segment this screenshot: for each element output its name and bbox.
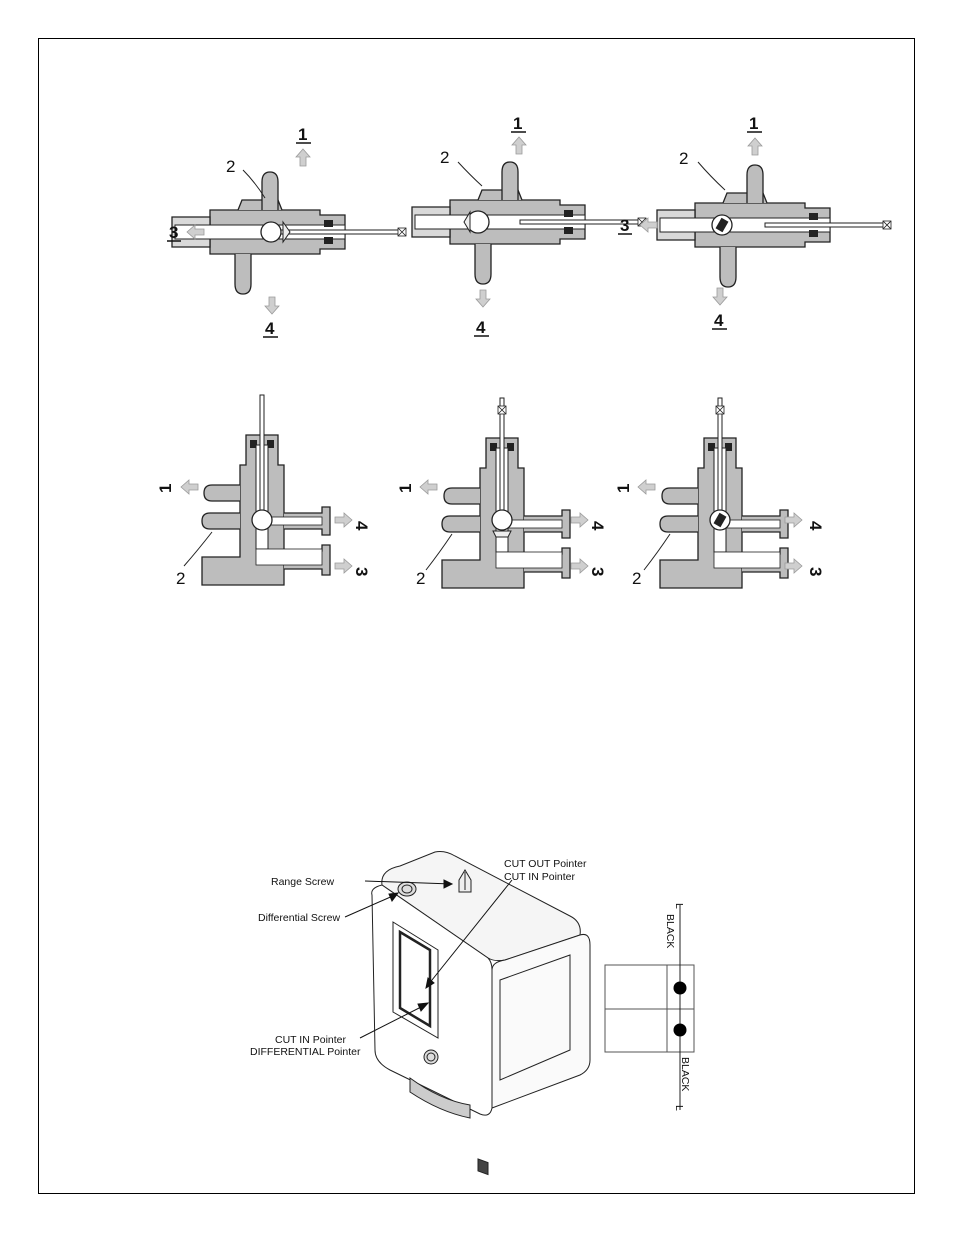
wire-bottom-letter: L: [673, 1105, 685, 1111]
valve-top-3-port-3: 3: [620, 216, 629, 235]
valve-bottom-1-port-1: 1: [156, 484, 175, 493]
valve-top-3-port-4: 4: [714, 311, 724, 330]
valve-bottom-2-port-3: 3: [588, 567, 607, 576]
valve-bottom-3-port-1: 1: [614, 484, 633, 493]
valve-bottom-1-port-3: 3: [352, 567, 371, 576]
valve-bottom-2-port-1: 1: [396, 484, 415, 493]
terminal-bottom: [674, 1024, 687, 1037]
valve-top-1-port-3: 3: [169, 223, 178, 242]
valve-bottom-2-port-4: 4: [588, 521, 607, 531]
wire-bottom-color: BLACK: [679, 1057, 691, 1091]
valve-bottom-1: [181, 395, 352, 585]
valve-top-2-port-4: 4: [476, 318, 486, 337]
wire-top-letter: L: [673, 903, 685, 909]
cutin-pointer-bottom-label: CUT IN Pointer: [275, 1034, 346, 1046]
terminal-top: [674, 982, 687, 995]
differential-screw-label: Differential Screw: [258, 912, 341, 924]
valve-top-3-body-label: 2: [679, 149, 688, 168]
valve-top-1: [172, 149, 406, 314]
range-screw-label: Range Screw: [271, 876, 334, 888]
pressure-switch-drawing: [372, 852, 590, 1175]
valve-top-1-body-label: 2: [226, 157, 235, 176]
cutout-pointer-label: CUT OUT Pointer: [504, 858, 587, 870]
valve-bottom-1-body-label: 2: [176, 569, 185, 588]
cutin-pointer-top-label: CUT IN Pointer: [504, 871, 575, 883]
valve-bottom-3-body-label: 2: [632, 569, 641, 588]
valve-bottom-2: [420, 398, 588, 588]
wire-top-color: BLACK: [664, 914, 676, 948]
differential-pointer-label: DIFFERENTIAL Pointer: [250, 1046, 361, 1058]
valve-top-1-port-1: 1: [298, 125, 307, 144]
valve-bottom-3-port-4: 4: [806, 521, 825, 531]
valve-top-3: [640, 138, 891, 305]
valve-bottom-3: [638, 398, 802, 588]
valve-top-2-body-label: 2: [440, 148, 449, 167]
valve-bottom-2-body-label: 2: [416, 569, 425, 588]
valve-top-2-port-1: 1: [513, 114, 522, 133]
valve-top-1-port-4: 4: [265, 319, 275, 338]
valve-bottom-3-port-3: 3: [806, 567, 825, 576]
valve-top-3-port-1: 1: [749, 114, 758, 133]
valve-bottom-1-port-4: 4: [352, 521, 371, 531]
